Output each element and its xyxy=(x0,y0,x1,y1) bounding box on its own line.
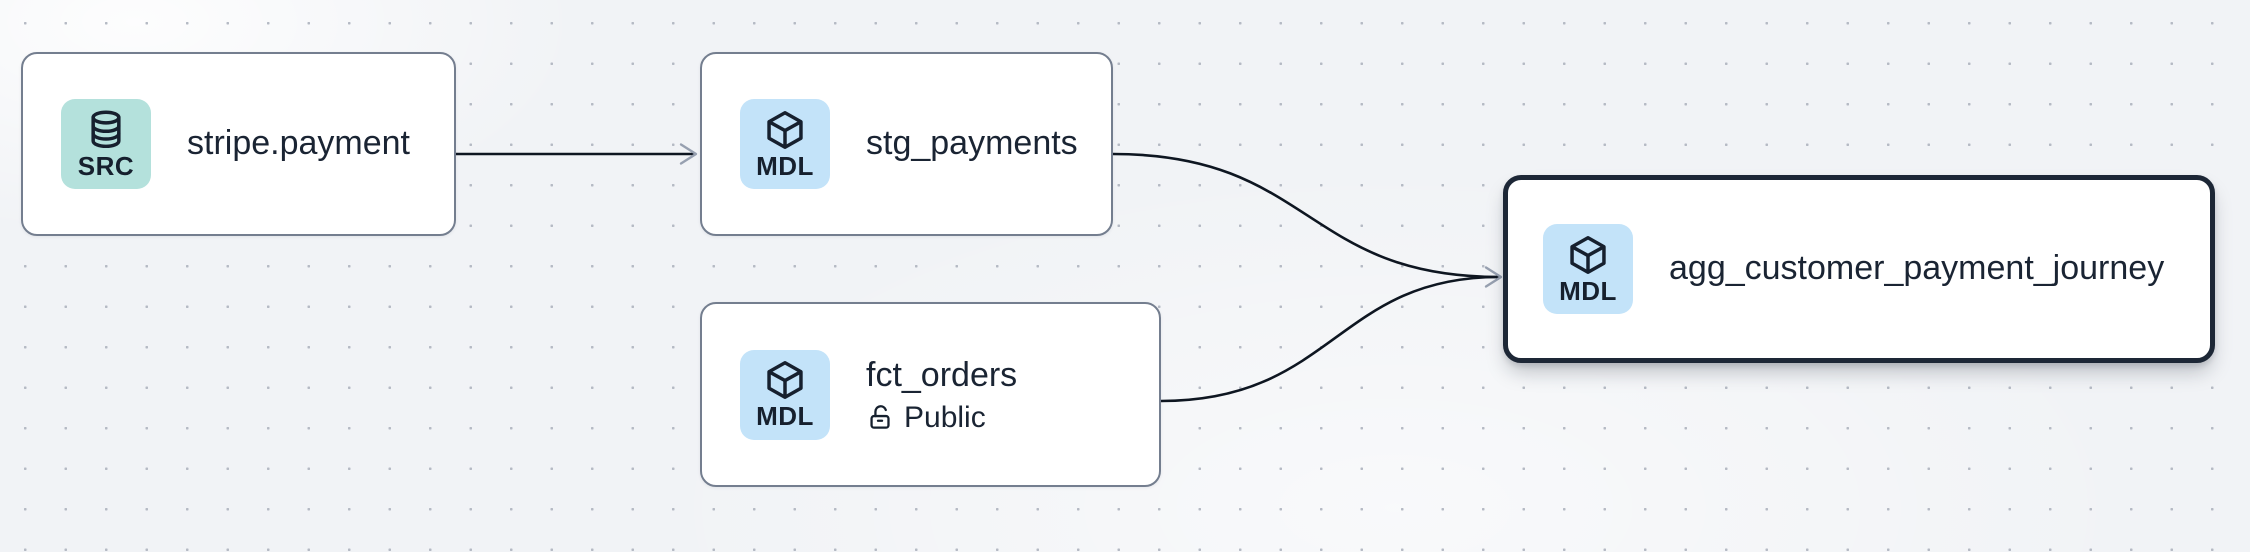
node-agg-customer-payment-journey[interactable]: MDL agg_customer_payment_journey xyxy=(1503,175,2215,363)
node-text: agg_customer_payment_journey xyxy=(1669,248,2164,289)
node-fct-orders[interactable]: MDL fct_orders Public xyxy=(700,302,1161,487)
node-label: stripe.payment xyxy=(187,124,410,163)
node-stg-payments[interactable]: MDL stg_payments xyxy=(700,52,1113,236)
arrowhead-icon xyxy=(1484,266,1503,288)
node-type-badge-model: MDL xyxy=(740,349,830,440)
database-icon xyxy=(91,110,121,148)
node-label: stg_payments xyxy=(866,124,1078,163)
node-text: fct_orders Public xyxy=(866,355,1017,434)
badge-label: MDL xyxy=(1559,275,1617,306)
arrowhead-icon xyxy=(679,143,698,165)
edge-stg-payments-to-agg-customer-payment-journey xyxy=(1112,152,1500,279)
cube-icon xyxy=(1570,235,1606,274)
badge-label: MDL xyxy=(756,150,814,181)
badge-label: MDL xyxy=(756,401,814,432)
node-text: stripe.payment xyxy=(187,123,410,164)
node-type-badge-source: SRC xyxy=(61,99,151,189)
node-label: fct_orders xyxy=(866,355,1018,394)
node-type-badge-model: MDL xyxy=(1543,224,1633,314)
node-text: stg_payments xyxy=(866,123,1078,164)
node-label: agg_customer_payment_journey xyxy=(1669,249,2165,288)
node-access-label: Public xyxy=(904,401,986,435)
cube-icon xyxy=(767,361,803,400)
access-row: Public xyxy=(866,401,1017,434)
node-type-badge-model: MDL xyxy=(740,99,830,189)
cube-icon xyxy=(767,110,803,149)
node-stripe-payment[interactable]: SRC stripe.payment xyxy=(21,52,456,236)
badge-label: SRC xyxy=(77,150,135,181)
edge-fct-orders-to-agg-customer-payment-journey xyxy=(1160,275,1500,403)
unlock-icon xyxy=(870,405,890,430)
